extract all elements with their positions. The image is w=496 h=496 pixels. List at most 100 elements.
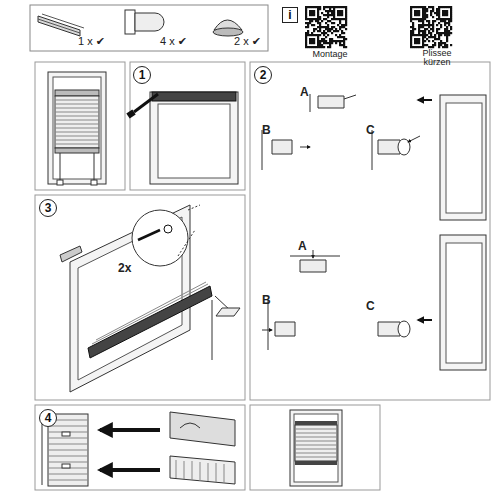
- qr-module: [412, 6, 414, 8]
- qr-module: [341, 44, 343, 46]
- qr-module: [432, 16, 434, 18]
- qr-module: [450, 8, 452, 10]
- qr-module: [438, 10, 440, 12]
- qr-module: [345, 16, 347, 18]
- qr-module: [339, 10, 341, 12]
- frame-edge: [372, 130, 420, 170]
- qr-module: [305, 40, 307, 42]
- qr-module: [317, 22, 319, 24]
- qr-module: [323, 8, 325, 10]
- qr-module: [343, 40, 345, 42]
- qr-module: [345, 18, 347, 20]
- qr-module: [337, 12, 339, 14]
- qr-module: [325, 6, 327, 8]
- qr-module: [448, 22, 450, 24]
- qr-module: [331, 32, 333, 34]
- qr-module: [343, 18, 345, 20]
- panel: [250, 405, 380, 490]
- qr-module: [317, 6, 319, 8]
- qr-module: [323, 18, 325, 20]
- qr-module: [450, 18, 452, 20]
- qr-module: [434, 34, 436, 36]
- qr-module: [422, 22, 424, 24]
- qr-module: [418, 24, 420, 26]
- qr-module: [418, 10, 420, 12]
- panel: [35, 195, 245, 400]
- qr-module: [305, 12, 307, 14]
- qr-module: [327, 16, 329, 18]
- qr-module: [341, 36, 343, 38]
- qr-module: [428, 40, 430, 42]
- qr-module: [418, 32, 420, 34]
- qr-module: [444, 46, 446, 48]
- qr-module: [438, 14, 440, 16]
- pleat-lines: [295, 429, 337, 457]
- qr-module: [311, 20, 313, 22]
- qr-module: [331, 38, 333, 40]
- qr-module: [345, 8, 347, 10]
- qr-module: [345, 10, 347, 12]
- qr-module: [448, 20, 450, 22]
- qr-module: [311, 46, 313, 48]
- qr-module: [410, 18, 412, 20]
- qr-module: [309, 6, 311, 8]
- qr-module: [343, 36, 345, 38]
- qr-module: [313, 34, 315, 36]
- qr-module: [426, 14, 428, 16]
- qr-module: [438, 38, 440, 40]
- qr-module: [305, 44, 307, 46]
- qr-module: [329, 30, 331, 32]
- qr-module: [424, 24, 426, 26]
- qr-module: [309, 38, 311, 40]
- callout-label: C: [366, 124, 380, 137]
- window-frame: [48, 72, 106, 184]
- qr-module: [440, 34, 442, 36]
- qr-module: [325, 22, 327, 24]
- qr-module: [410, 20, 412, 22]
- qr-module: [412, 32, 414, 34]
- qr-module: [422, 16, 424, 18]
- qr-module: [311, 42, 313, 44]
- qr-module: [418, 26, 420, 28]
- qr-module: [450, 12, 452, 14]
- pleat-lines: [48, 420, 88, 480]
- qr-module: [331, 42, 333, 44]
- qr-module: [422, 36, 424, 38]
- window-glass: [294, 414, 338, 482]
- qr-module: [321, 32, 323, 34]
- qr-module: [313, 42, 315, 44]
- qr-module: [339, 22, 341, 24]
- qr-module: [416, 46, 418, 48]
- qr-module: [436, 38, 438, 40]
- qr-module: [432, 36, 434, 38]
- qr-module: [307, 30, 309, 32]
- qr-module: [412, 18, 414, 20]
- qr-module: [309, 10, 311, 12]
- qr-module: [317, 40, 319, 42]
- panel: [130, 62, 245, 190]
- qr-module: [311, 34, 313, 36]
- screwdriver: [134, 94, 158, 112]
- qr-module: [325, 10, 327, 12]
- qr-module: [438, 46, 440, 48]
- qr-module: [410, 26, 412, 28]
- pleated-blind: [48, 414, 88, 486]
- qr-module: [416, 6, 418, 8]
- qr-module: [426, 38, 428, 40]
- qr-module: [323, 30, 325, 32]
- qr-module: [331, 6, 333, 8]
- parts-box: [30, 5, 268, 51]
- qr-module: [315, 34, 317, 36]
- headrail: [152, 92, 236, 101]
- qr-module: [448, 18, 450, 20]
- qr-module: [448, 30, 450, 32]
- qr-module: [325, 32, 327, 34]
- qr-module: [329, 10, 331, 12]
- step-number: 4: [39, 409, 57, 427]
- qr-module: [430, 32, 432, 34]
- qr-module: [315, 46, 317, 48]
- qr-module: [412, 24, 414, 26]
- qr-module: [325, 14, 327, 16]
- qr-module: [450, 26, 452, 28]
- qr-module: [440, 6, 442, 8]
